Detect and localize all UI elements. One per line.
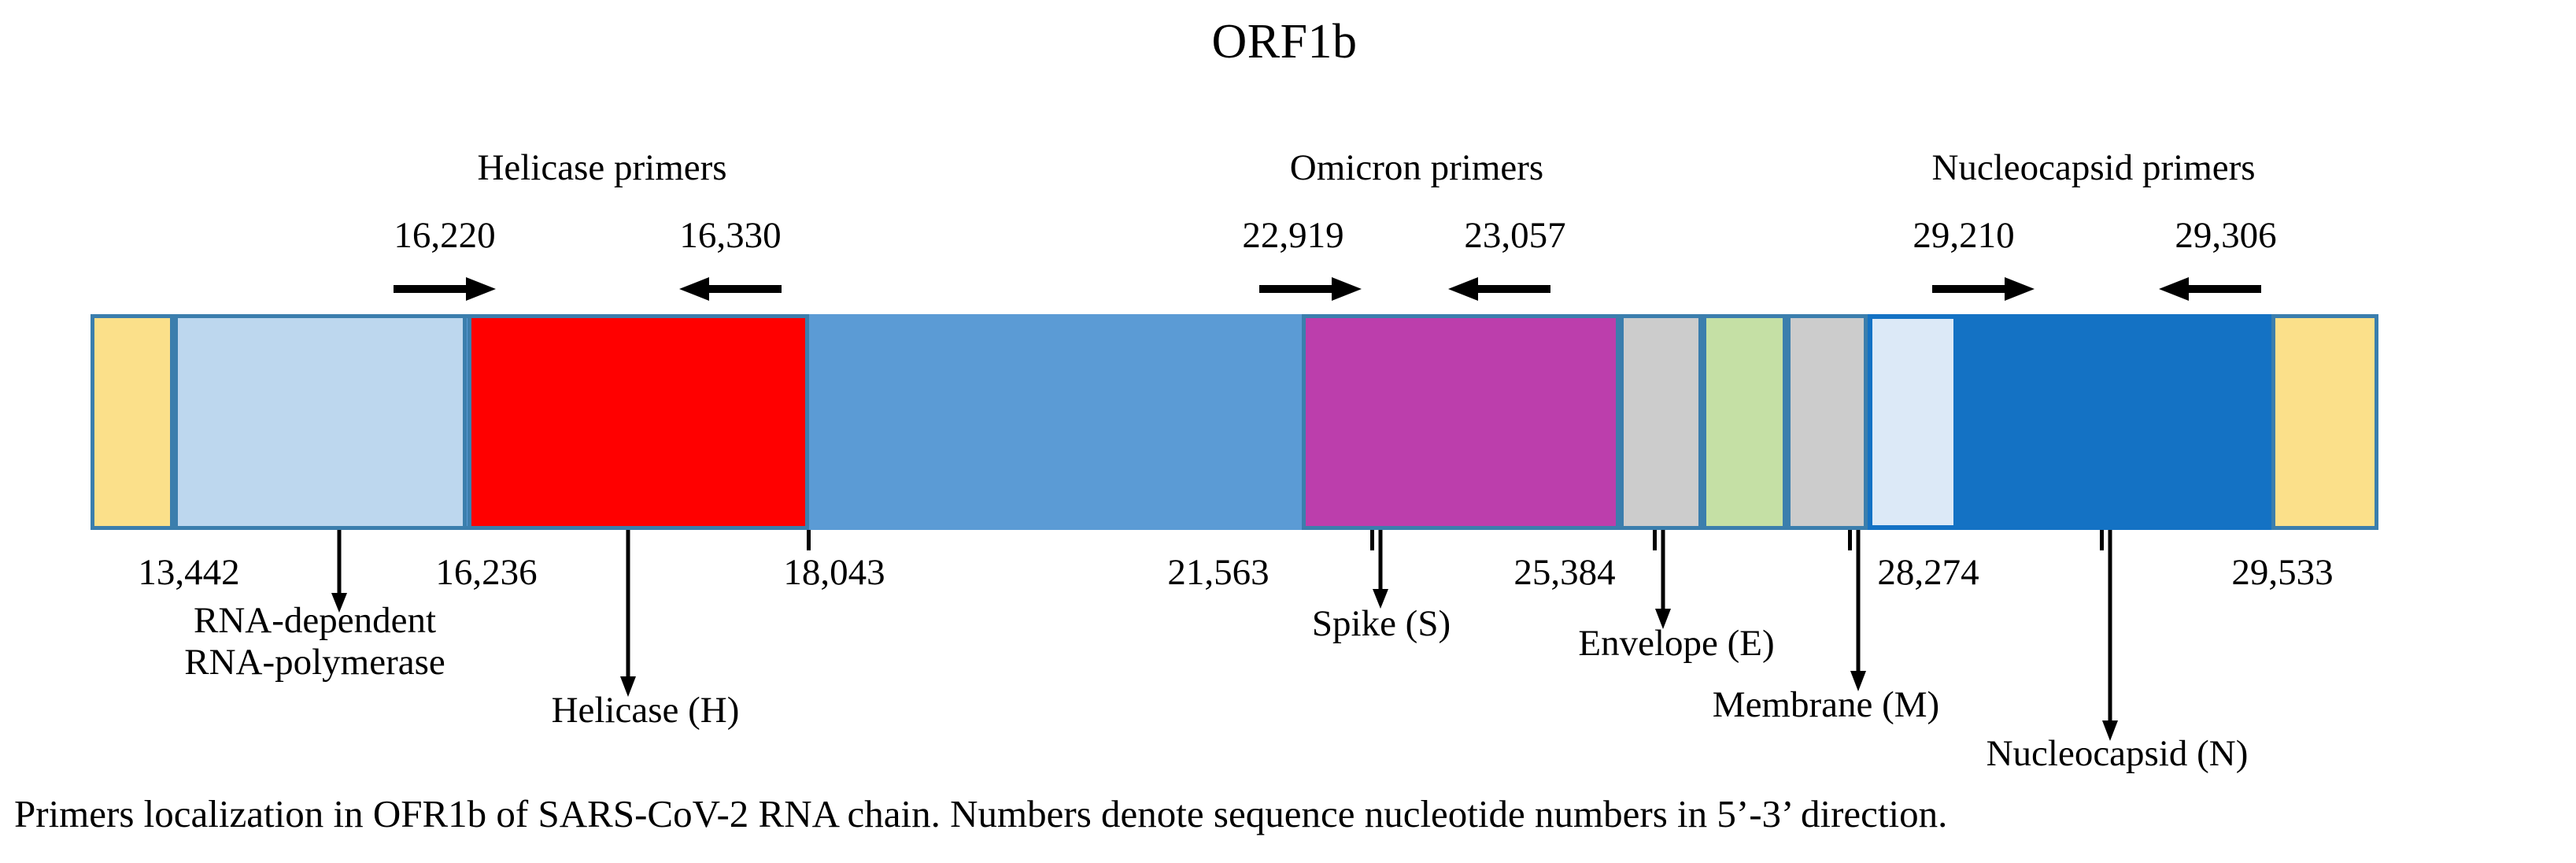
genome-bar — [91, 314, 2378, 530]
arrow-left-icon-helicase-reverse — [679, 277, 782, 301]
segment-orf1b-backbone — [809, 314, 1302, 530]
gene-label-helicase: Helicase (H) — [551, 690, 740, 731]
leader-line-envelope — [1653, 530, 1673, 629]
arrow-left-icon-omicron-reverse — [1448, 277, 1550, 301]
coordinate-label: 16,236 — [435, 552, 538, 593]
figure-caption: Primers localization in OFR1b of SARS-Co… — [14, 792, 1948, 835]
coordinate-label: 13,442 — [138, 552, 240, 593]
gene-label-membrane: Membrane (M) — [1712, 684, 1940, 725]
coordinate-label: 18,043 — [783, 552, 885, 593]
primer-position-nucleocapsid-reverse: 29,306 — [2175, 215, 2277, 256]
tick-mark — [807, 530, 811, 550]
gene-label-spike: Spike (S) — [1311, 603, 1451, 644]
primer-group-label-omicron: Omicron primers — [1289, 147, 1544, 188]
gene-label-envelope: Envelope (E) — [1578, 623, 1775, 664]
primer-position-helicase-forward: 16,220 — [394, 215, 496, 256]
tick-mark — [1848, 530, 1852, 550]
gene-label-line-2: RNA-polymerase — [184, 642, 445, 683]
coordinate-label: 21,563 — [1167, 552, 1270, 593]
primer-position-omicron-reverse: 23,057 — [1464, 215, 1566, 256]
primer-position-omicron-forward: 22,919 — [1242, 215, 1344, 256]
tick-mark — [1370, 530, 1374, 550]
coordinate-label: 28,274 — [1877, 552, 1979, 593]
segment-membrane — [1787, 314, 1868, 530]
coordinate-label: 29,533 — [2231, 552, 2334, 593]
primer-group-label-helicase: Helicase primers — [477, 147, 727, 188]
primer-position-nucleocapsid-forward: 29,210 — [1913, 215, 2015, 256]
segment-orf1a — [174, 314, 467, 530]
gene-label-rna-polymerase: RNA-dependent RNA-polymerase — [184, 600, 445, 683]
segment-utr-3-prime — [2271, 314, 2378, 530]
primer-position-helicase-reverse: 16,330 — [679, 215, 782, 256]
coordinate-label: 25,384 — [1513, 552, 1616, 593]
segment-orf8 — [1868, 314, 1958, 530]
segment-utr-5-prime — [91, 314, 174, 530]
segment-envelope — [1702, 314, 1787, 530]
segment-orf3a — [1620, 314, 1702, 530]
leader-line-membrane — [1848, 530, 1868, 691]
leader-line-spike — [1370, 530, 1391, 609]
arrow-right-icon-helicase-forward — [394, 277, 496, 301]
primer-group-label-nucleocapsid: Nucleocapsid primers — [1931, 147, 2256, 188]
leader-line-helicase — [618, 530, 638, 697]
page-title: ORF1b — [1211, 15, 1358, 69]
segment-helicase — [468, 314, 809, 530]
tick-mark — [2100, 530, 2104, 550]
arrow-left-icon-nucleocapsid-reverse — [2159, 277, 2261, 301]
gene-label-nucleocapsid: Nucleocapsid (N) — [1986, 733, 2249, 774]
segment-nucleocapsid — [1958, 314, 2271, 530]
segment-spike — [1302, 314, 1620, 530]
arrow-right-icon-omicron-forward — [1259, 277, 1362, 301]
tick-mark — [1653, 530, 1657, 550]
arrow-right-icon-nucleocapsid-forward — [1932, 277, 2035, 301]
gene-label-line-1: RNA-dependent — [193, 600, 437, 641]
leader-line-nucleocapsid — [2100, 530, 2120, 741]
leader-line-rna-polymerase — [329, 530, 349, 613]
